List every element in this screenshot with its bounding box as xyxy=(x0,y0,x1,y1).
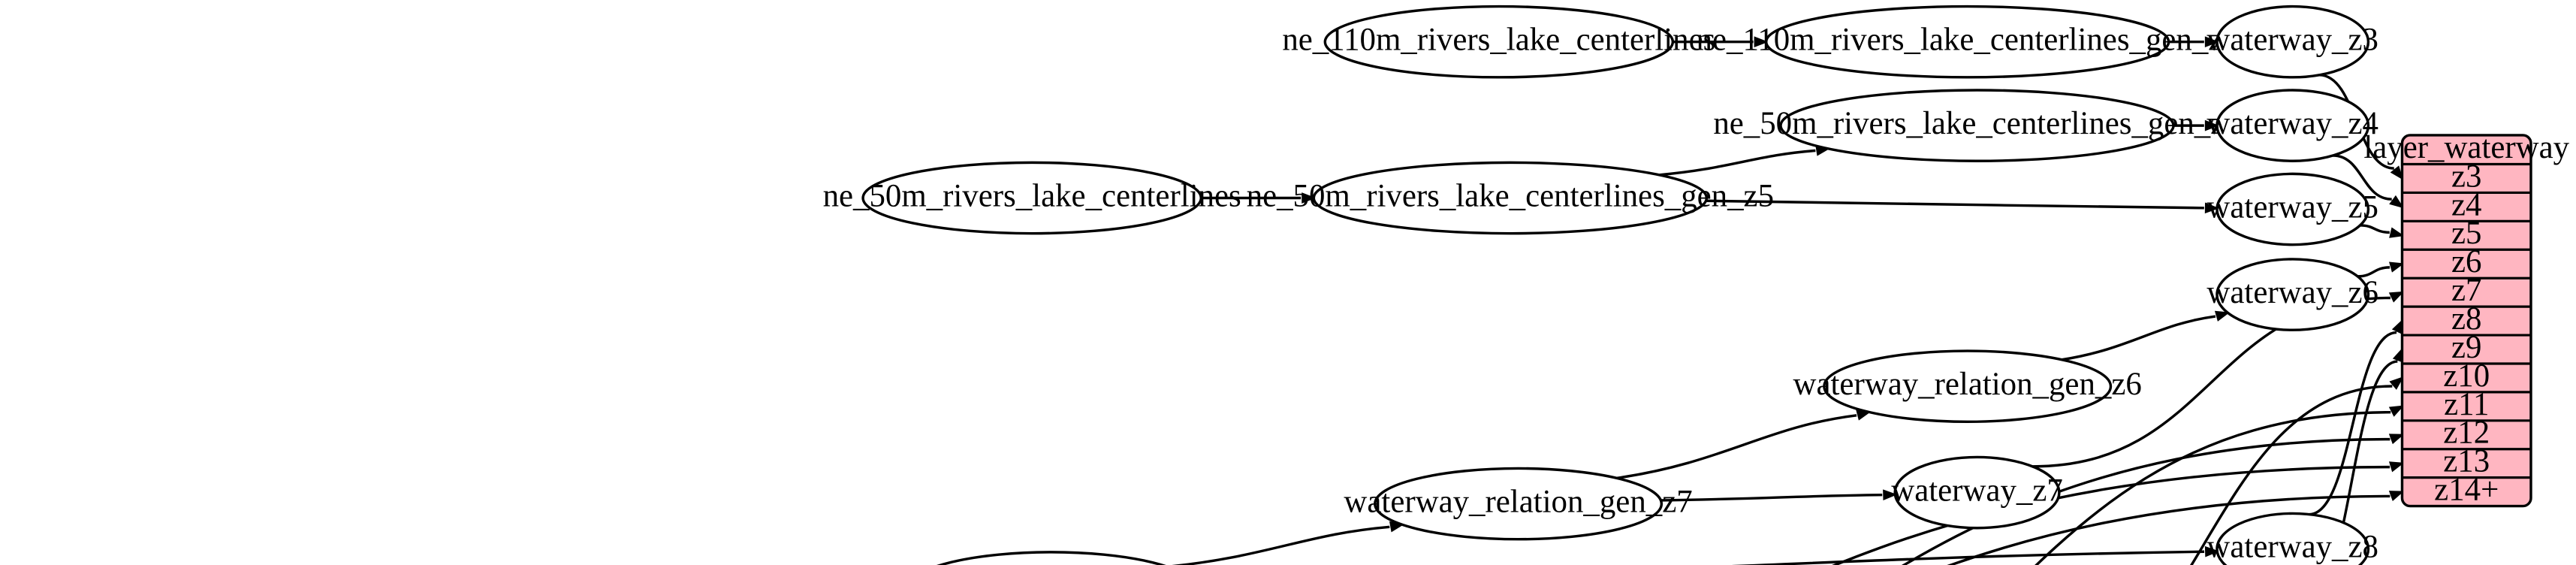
edge-line xyxy=(1947,494,2390,565)
edge-arrowhead xyxy=(2390,165,2404,180)
node-shape[interactable] xyxy=(2216,5,2370,79)
edge-line xyxy=(1658,149,1816,177)
graph-edge xyxy=(1706,199,2219,214)
node-shape[interactable] xyxy=(908,551,1195,565)
edge-arrowhead xyxy=(2204,545,2220,557)
edge-arrowhead xyxy=(2388,405,2405,417)
edge-line xyxy=(1661,493,1883,502)
edge-arrowhead xyxy=(1302,192,1317,204)
node-shape[interactable] xyxy=(861,161,1202,235)
edge-line xyxy=(1706,199,2204,210)
edge-arrowhead xyxy=(2204,202,2219,214)
node-shape[interactable] xyxy=(1823,349,2113,424)
graph-edge xyxy=(1902,434,2405,565)
edge-line xyxy=(2035,410,2391,565)
record-background[interactable] xyxy=(2400,134,2532,508)
graph-node-waterway_relation_gen_z6[interactable]: waterway_relation_gen_z6 xyxy=(1793,349,2142,424)
edge-line xyxy=(2309,331,2397,516)
graph-node-waterway_z6[interactable]: waterway_z6 xyxy=(2206,258,2378,331)
edge-arrowhead xyxy=(2204,36,2219,48)
graph-node-ne_50m_rivers_lake_centerlines_gen_z4[interactable]: ne_50m_rivers_lake_centerlines_gen_z4 xyxy=(1713,89,2241,162)
edge-arrowhead xyxy=(1754,36,1769,48)
node-shape[interactable] xyxy=(2216,89,2370,162)
node-shape[interactable] xyxy=(1893,455,2061,530)
record-node-layer: layer_waterwayz3z4z5z6z7z8z9z10z11z12z13… xyxy=(2363,130,2569,507)
edge-arrowhead xyxy=(2389,261,2405,273)
graph-node-waterway_relation_gen_z8[interactable]: waterway_relation_gen_z8 xyxy=(877,551,1226,565)
graph-edge xyxy=(1673,36,1769,48)
graph-node-ne_50m_rivers_lake_centerlines_gen_z5[interactable]: ne_50m_rivers_lake_centerlines_gen_z5 xyxy=(1247,161,1774,235)
node-shape[interactable] xyxy=(2216,258,2370,331)
node-shape[interactable] xyxy=(2216,512,2370,565)
edge-arrowhead xyxy=(2389,195,2404,209)
edge-line xyxy=(1171,525,1390,565)
edge-arrowhead xyxy=(2388,291,2405,303)
edge-arrowhead xyxy=(2389,227,2405,238)
edge-line xyxy=(1902,437,2390,565)
graph-edge xyxy=(1616,409,1872,480)
edge-arrowhead xyxy=(2204,119,2219,131)
edge-arrowhead xyxy=(1883,489,1898,501)
graph-edge xyxy=(1661,489,1898,502)
graph-edge xyxy=(2062,310,2231,361)
graph-edge xyxy=(1947,491,2405,565)
node-shape[interactable] xyxy=(1312,161,1709,235)
graph-edge xyxy=(2333,154,2404,209)
node-shape[interactable] xyxy=(1779,89,2175,162)
node-shape[interactable] xyxy=(1323,5,1675,79)
graph-edge xyxy=(1731,545,2220,565)
graph-node-waterway_z7[interactable]: waterway_z7 xyxy=(1891,455,2063,530)
nodes-layer: imposm3osm_waterway_relationosm_waterway… xyxy=(823,5,2378,565)
graph-node-ne_110m_rivers_lake_centerlines[interactable]: ne_110m_rivers_lake_centerlines xyxy=(1282,5,1715,79)
graph-edge xyxy=(1658,145,1831,177)
graph-edge xyxy=(2357,261,2405,278)
edge-arrowhead xyxy=(2388,461,2405,473)
edge-arrowhead xyxy=(2214,310,2231,322)
edge-line xyxy=(1616,414,1857,480)
edge-arrowhead xyxy=(2388,434,2405,445)
edge-arrowhead xyxy=(2388,491,2405,501)
edge-line xyxy=(2360,224,2390,234)
graph-node-ne_50m_rivers_lake_centerlines[interactable]: ne_50m_rivers_lake_centerlines xyxy=(823,161,1241,235)
record-node-layer-waterway[interactable]: layer_waterwayz3z4z5z6z7z8z9z10z11z12z13… xyxy=(2363,130,2569,507)
graph-edge xyxy=(2168,36,2219,48)
graph-node-waterway_z3[interactable]: waterway_z3 xyxy=(2206,5,2378,79)
edge-line xyxy=(2331,360,2398,565)
edge-arrowhead xyxy=(2389,376,2404,390)
graph-edge xyxy=(2035,405,2405,565)
graph-node-ne_110m_rivers_lake_centerlines_gen_z3[interactable]: ne_110m_rivers_lake_centerlines_gen_z3 xyxy=(1697,5,2239,79)
graph-node-waterway_z8[interactable]: waterway_z8 xyxy=(2206,512,2378,565)
graph-edge xyxy=(2190,376,2404,565)
graph-node-waterway_z5[interactable]: waterway_z5 xyxy=(2206,172,2378,246)
edge-line xyxy=(2190,385,2393,565)
edge-line xyxy=(2062,315,2216,361)
graph-edge xyxy=(2360,224,2405,238)
graph-edge xyxy=(1171,521,1405,565)
graph-edge xyxy=(2173,119,2219,131)
edge-line xyxy=(2357,266,2390,278)
edge-line xyxy=(2333,154,2392,201)
edge-arrowhead xyxy=(2391,319,2403,334)
graph-edge xyxy=(1201,192,1317,204)
graph-node-waterway_z4[interactable]: waterway_z4 xyxy=(2206,89,2378,162)
node-shape[interactable] xyxy=(1374,467,1664,541)
edge-line xyxy=(1731,550,2205,565)
node-shape[interactable] xyxy=(1764,5,2170,79)
node-shape[interactable] xyxy=(2216,172,2370,246)
